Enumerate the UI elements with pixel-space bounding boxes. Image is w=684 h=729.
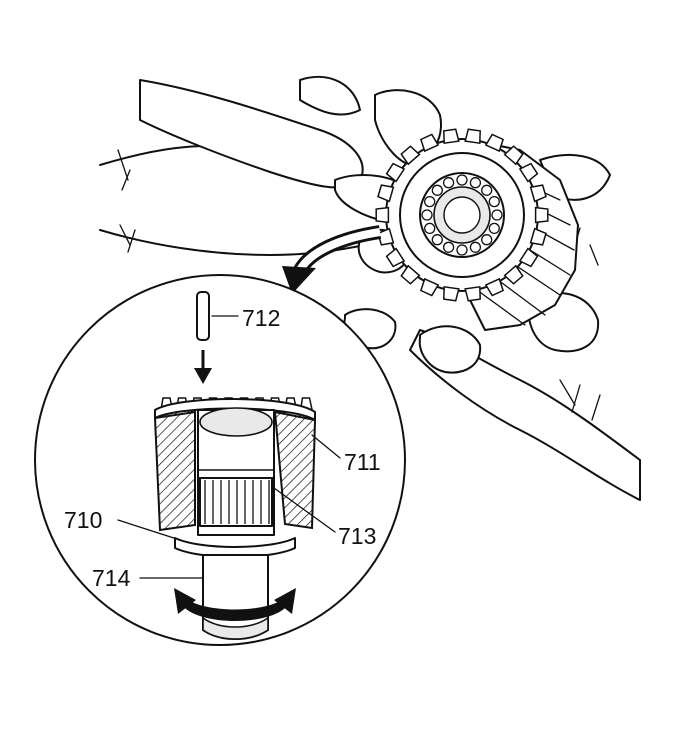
detail-inset: 712 711 713 710 714 [34,274,406,646]
upper-knuckle [299,75,361,116]
right-forearm [409,329,641,501]
hands-illustration [99,75,641,501]
bearing-roller [424,222,436,235]
callout-710: 710 [64,507,102,533]
gear-section-left [153,410,196,532]
pin-712 [196,291,210,341]
gear-tooth [503,264,524,285]
gear-tooth [419,133,440,153]
gear-tooth [375,206,390,224]
gear-tooth [529,184,547,203]
insert-arrow [194,368,212,384]
bearing-rollers [421,174,503,256]
bearing-roller [431,234,443,246]
gear-tooth [377,184,395,203]
rotation-arrow [174,588,296,621]
bearing-roller [431,184,443,196]
washer-710 [174,537,296,558]
gear-tooth [443,128,460,145]
gear-tooth [484,277,505,297]
callout-712: 712 [242,305,280,331]
gear-tooth [419,277,440,297]
bearing-roller [456,174,468,186]
gear-tooth [484,133,505,153]
gear-tooth [518,162,539,183]
gear-tooth [464,128,481,145]
bearing-roller [481,184,493,196]
leader-710 [117,519,181,541]
bearing-roller [442,241,455,253]
bearing-roller [488,222,500,235]
bearing-roller [469,241,482,253]
leader-713 [273,487,336,533]
gear-face-teeth [375,128,549,302]
gear-tooth [518,247,539,268]
gear-tooth [385,247,406,268]
gear-tooth [503,145,524,166]
bearing-roller [442,177,455,189]
gear-tooth [464,285,481,302]
bearing-roller [481,234,493,246]
bearing-roller [456,244,468,256]
gear-tooth [385,162,406,183]
gear-tooth [400,145,421,166]
gear-tooth [534,206,549,224]
removal-arrow [282,225,382,294]
gear-tooth [400,264,421,285]
bearing-roller [469,177,482,189]
callout-713: 713 [338,523,376,549]
pinky-tip [418,325,482,374]
gear-tooth [443,285,460,302]
bearing-roller [488,195,500,208]
bearing-roller [421,209,433,221]
gear-section-right [273,410,317,530]
gear-top [375,128,579,331]
callout-711: 711 [344,449,381,475]
leader-711 [311,434,341,459]
bearing-roller [424,195,436,208]
bearing-cage-713 [199,477,273,527]
gear-tooth [529,227,547,246]
bearing-roller [491,209,503,221]
callout-714: 714 [92,565,131,591]
